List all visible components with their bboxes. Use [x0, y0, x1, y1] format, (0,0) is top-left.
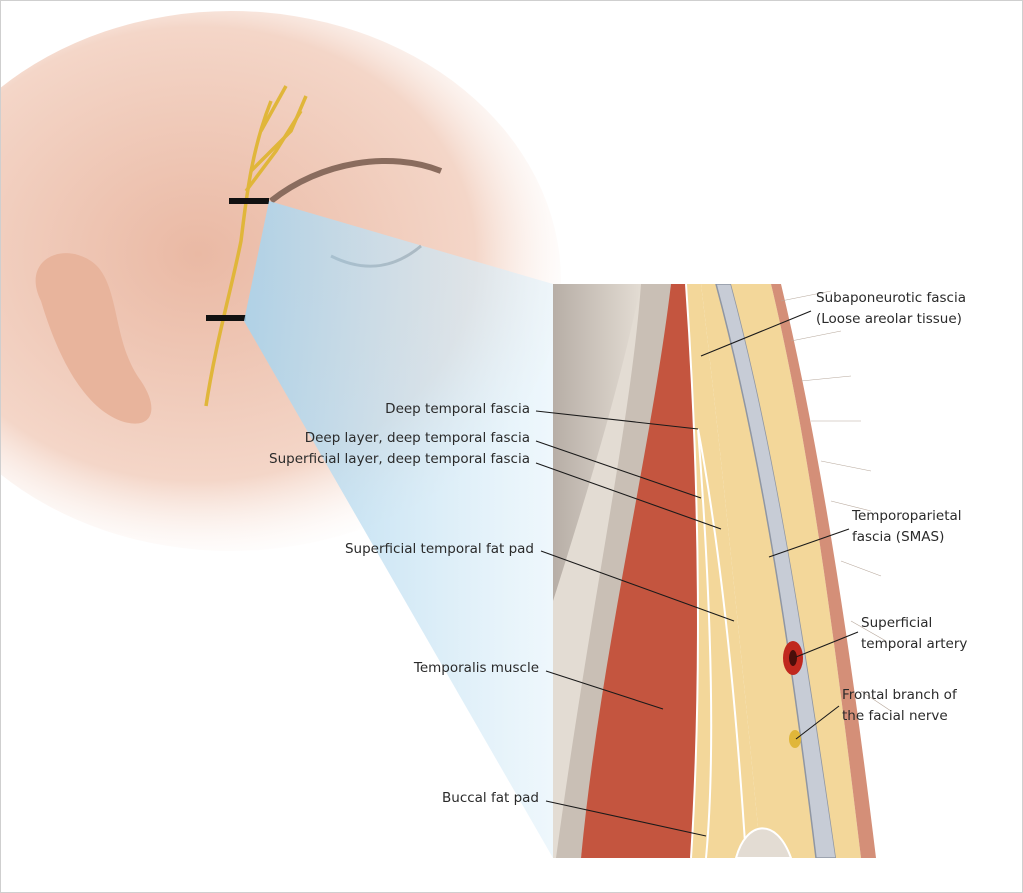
label-superficial-temporal-artery: Superficial temporal artery: [861, 613, 967, 655]
label-frontal-branch-facial-nerve: Frontal branch of the facial nerve: [842, 685, 957, 727]
hair: [780, 290, 892, 712]
label-temporalis-muscle: Temporalis muscle: [413, 660, 539, 676]
label-deep-temporal-fascia: Deep temporal fascia: [385, 401, 530, 417]
label-buccal-fat-pad: Buccal fat pad: [442, 790, 539, 806]
label-line: (Loose areolar tissue): [816, 311, 962, 327]
skin: [771, 284, 876, 858]
section-marker-lower: [206, 315, 246, 321]
label-line: fascia (SMAS): [852, 529, 945, 545]
label-temporoparietal-fascia: Temporoparietal fascia (SMAS): [852, 506, 962, 548]
leader-lines: [535, 310, 859, 837]
frontal-nerve-section: [789, 730, 801, 748]
projection-cone: [244, 201, 553, 858]
label-line: Superficial: [861, 615, 933, 631]
bone-layer: [556, 284, 671, 858]
label-superficial-temporal-fat-pad: Superficial temporal fat pad: [344, 541, 534, 557]
label-line: Frontal branch of: [842, 687, 957, 703]
label-deep-layer: Deep layer, deep temporal fascia: [304, 430, 530, 446]
cross-section-inset: [553, 284, 876, 858]
label-line: temporal artery: [861, 636, 968, 652]
fascia-band: [715, 284, 837, 858]
temporalis-muscle: [581, 284, 698, 858]
label-line: the facial nerve: [842, 708, 948, 724]
ear: [35, 253, 152, 424]
section-marker-upper: [229, 198, 269, 204]
label-line: Temporoparietal: [852, 508, 962, 524]
label-superficial-layer: Superficial layer, deep temporal fascia: [269, 451, 530, 467]
label-subaponeurotic-fascia: Subaponeurotic fascia (Loose areolar tis…: [816, 288, 966, 330]
eyebrow: [269, 158, 443, 204]
frontal-nerve-branch: [204, 85, 308, 407]
fat-pad: [686, 284, 761, 858]
label-line: Subaponeurotic fascia: [816, 290, 966, 306]
